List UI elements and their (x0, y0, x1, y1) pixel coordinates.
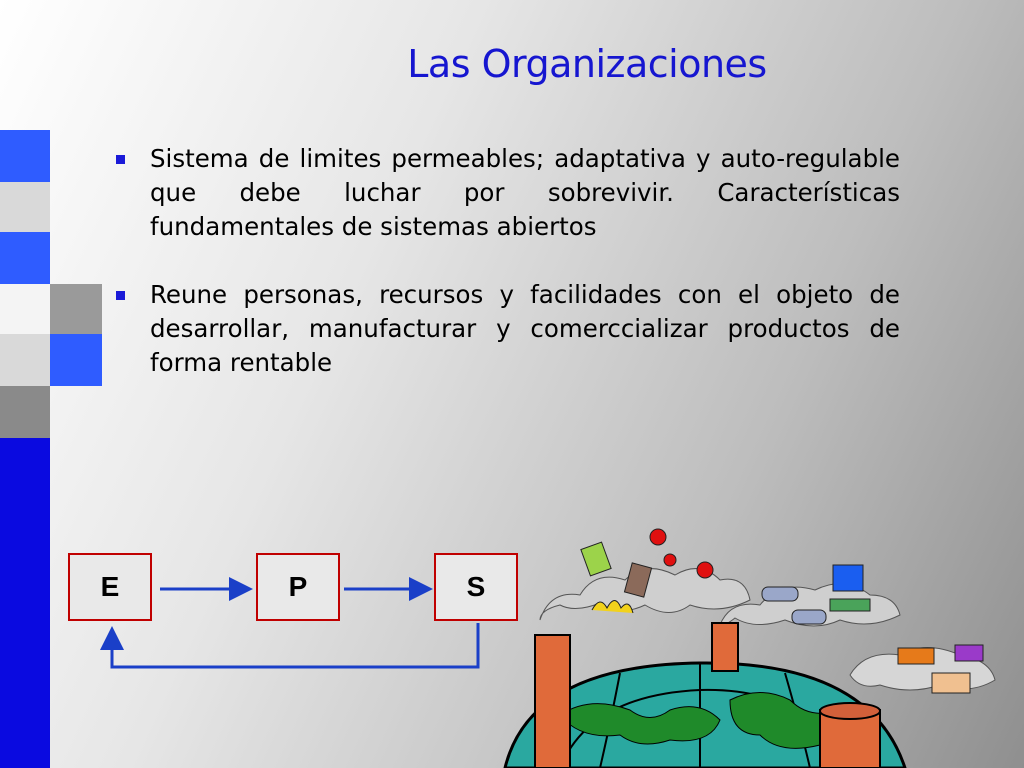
bullet-list: Sistema de limites permeables; adaptativ… (110, 142, 900, 414)
bullet-item-2: Reune personas, recursos y facilidades c… (110, 278, 900, 380)
bullet-text: Reune personas, recursos y facilidades c… (150, 280, 900, 377)
box-s: S (434, 553, 518, 621)
bullet-item-1: Sistema de limites permeables; adaptativ… (110, 142, 900, 244)
feedback-arrow-s-to-e (100, 623, 480, 669)
bullet-square-icon (116, 291, 125, 300)
slide-title: Las Organizaciones (407, 42, 767, 86)
box-e: E (68, 553, 152, 621)
diagram-arrows (100, 577, 480, 669)
box-p: P (256, 553, 340, 621)
industrial-globe-clipart (503, 528, 996, 768)
bullet-text: Sistema de limites permeables; adaptativ… (150, 144, 900, 241)
bullet-square-icon (116, 155, 125, 164)
eps-flow-diagram: E P S (60, 545, 530, 680)
left-decoration-blocks (0, 130, 102, 768)
